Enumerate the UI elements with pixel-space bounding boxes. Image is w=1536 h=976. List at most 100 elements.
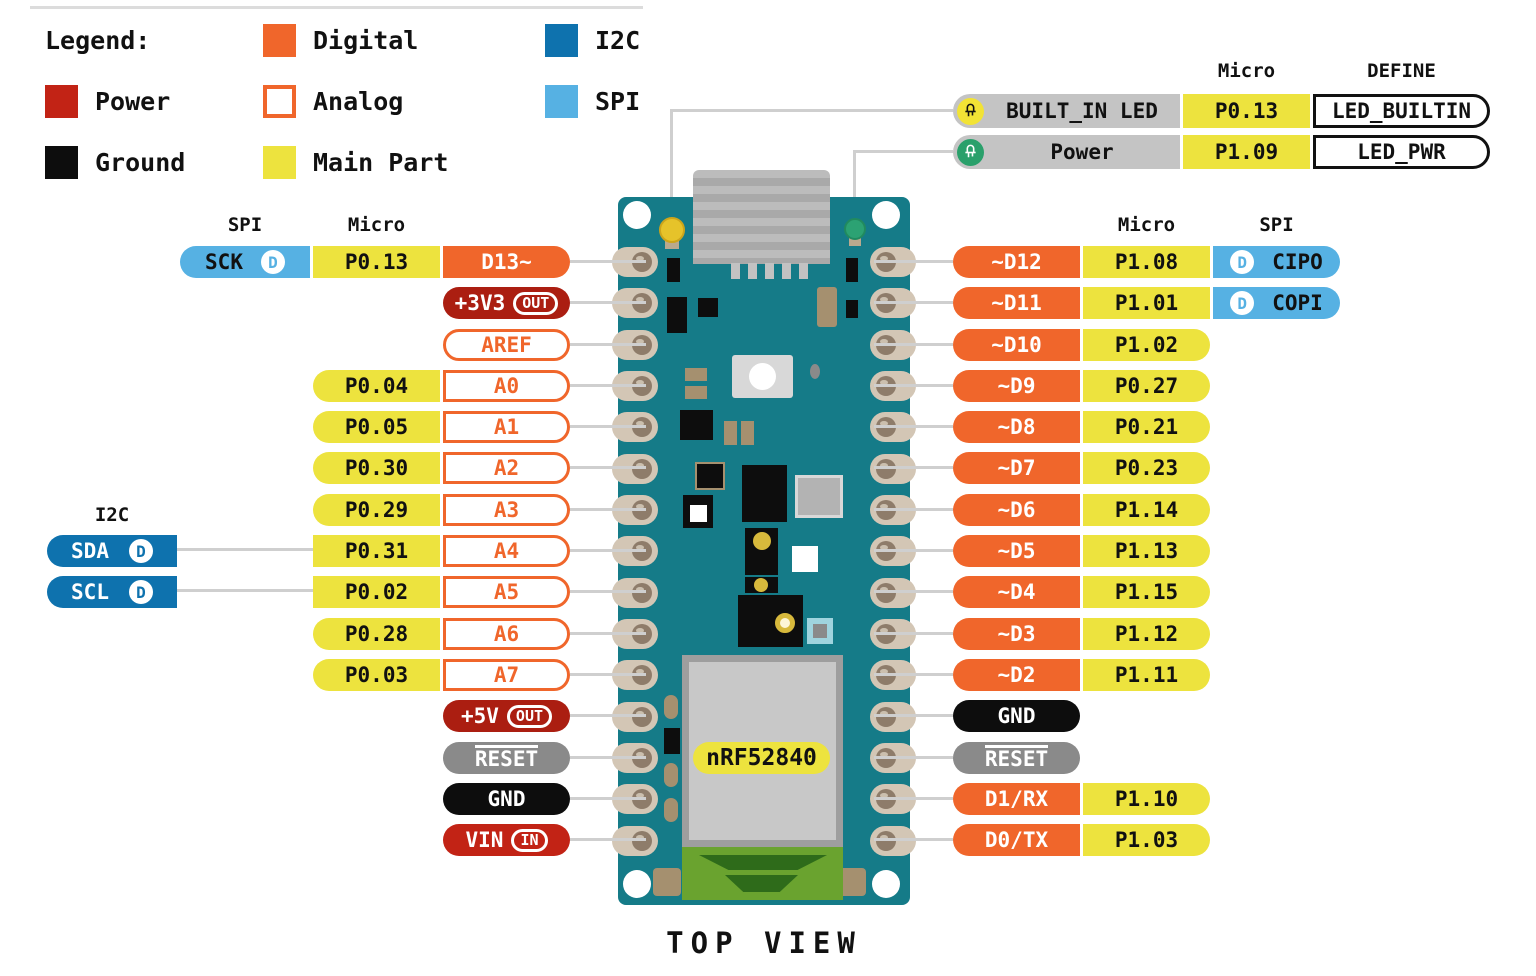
pin-func: A3 bbox=[443, 493, 570, 526]
pin-func: A5 bbox=[443, 576, 570, 609]
usb-pins bbox=[731, 263, 814, 279]
header-spi-left: SPI bbox=[227, 214, 263, 236]
header-define-top: DEFINE bbox=[1367, 60, 1436, 82]
define-box: LED_PWR bbox=[1313, 135, 1490, 169]
led-base bbox=[665, 240, 679, 249]
scl-connector-line bbox=[177, 589, 313, 592]
micro-cell: P0.27 bbox=[1083, 369, 1210, 402]
component bbox=[753, 532, 771, 550]
pin-row: P0.05 A1 bbox=[45, 411, 646, 444]
ic-chip bbox=[795, 475, 843, 518]
pin-row: SCK D P0.13 D13~ bbox=[45, 246, 646, 278]
legend-label: Main Part bbox=[313, 148, 449, 177]
component bbox=[664, 728, 680, 754]
pin-func: VIN IN bbox=[443, 824, 570, 857]
component bbox=[664, 798, 678, 822]
legend-item-digital: Digital bbox=[263, 24, 418, 57]
header-micro-top: Micro bbox=[1217, 60, 1276, 82]
d-badge: D bbox=[128, 539, 153, 563]
pin-func: ~D5 bbox=[953, 535, 1080, 568]
pin-label: VIN bbox=[465, 828, 504, 853]
micro-cell: P1.11 bbox=[1083, 658, 1210, 691]
right-pin-table: ~D12 P1.08 D CIPO ~D11 P1.01 D COPI ~D10… bbox=[874, 246, 1340, 857]
main-part-swatch bbox=[263, 146, 296, 179]
pin-row: P0.31 A4 bbox=[45, 535, 646, 568]
pin-func: D13~ bbox=[443, 246, 570, 278]
micro-cell: P0.30 bbox=[313, 452, 440, 485]
micro-cell: P0.28 bbox=[313, 617, 440, 650]
header-micro-right: Micro bbox=[1117, 214, 1176, 236]
micro-cell: P1.10 bbox=[1083, 782, 1210, 815]
io-badge: OUT bbox=[506, 704, 553, 728]
mounting-hole bbox=[623, 870, 651, 898]
pin-row: D0/TX P1.03 bbox=[874, 824, 1340, 857]
digital-swatch bbox=[263, 24, 296, 57]
d-badge: D bbox=[128, 580, 153, 604]
builtin-led-line bbox=[670, 109, 673, 225]
pin-row: ~D6 P1.14 bbox=[874, 493, 1340, 526]
component bbox=[810, 364, 820, 379]
pin-row: P0.02 A5 bbox=[45, 576, 646, 609]
legend-item-i2c: I2C bbox=[545, 24, 640, 57]
ic-chip bbox=[742, 465, 787, 522]
component bbox=[664, 763, 678, 787]
builtin-led bbox=[659, 217, 685, 243]
ground-swatch bbox=[45, 146, 78, 179]
pin-func: ~D6 bbox=[953, 493, 1080, 526]
pin-sck: SCK D bbox=[180, 246, 310, 278]
d-badge: D bbox=[1230, 291, 1255, 316]
pin-row: ~D8 P0.21 bbox=[874, 411, 1340, 444]
pin-copi: D COPI bbox=[1213, 287, 1340, 320]
ic-chip bbox=[680, 410, 713, 440]
micro-cell: P0.29 bbox=[313, 493, 440, 526]
header-spi-right: SPI bbox=[1259, 214, 1294, 236]
i2c-swatch bbox=[545, 24, 578, 57]
pin-row: ~D5 P1.13 bbox=[874, 535, 1340, 568]
reset-button-cap bbox=[749, 363, 776, 390]
component bbox=[698, 298, 718, 317]
pin-func: AREF bbox=[443, 328, 570, 361]
power-led-pill: Power bbox=[953, 135, 1180, 169]
led-base bbox=[849, 238, 861, 246]
pin-row: GND bbox=[45, 782, 646, 815]
micro-cell: P0.05 bbox=[313, 411, 440, 444]
component bbox=[846, 258, 858, 282]
pin-func: ~D4 bbox=[953, 576, 1080, 609]
led-label: BUILT_IN LED bbox=[1006, 99, 1158, 123]
pin-func: ~D8 bbox=[953, 411, 1080, 444]
pin-label: SDA bbox=[71, 539, 109, 563]
legend-item-analog: Analog bbox=[263, 85, 403, 118]
component bbox=[664, 695, 678, 719]
micro-cell: P0.13 bbox=[313, 246, 440, 278]
pin-sda: SDA D bbox=[47, 535, 177, 567]
pin-row: GND bbox=[874, 700, 1340, 733]
component bbox=[685, 386, 707, 399]
legend-label: SPI bbox=[595, 87, 641, 116]
micro-cell: P0.21 bbox=[1083, 411, 1210, 444]
pin-row: D1/RX P1.10 bbox=[874, 782, 1340, 815]
sda-connector-line bbox=[177, 548, 313, 551]
micro-cell: P1.02 bbox=[1083, 328, 1210, 361]
power-led bbox=[844, 218, 866, 240]
pin-func: D1/RX bbox=[953, 782, 1080, 815]
legend-item-spi: SPI bbox=[545, 85, 640, 118]
pin-row: ~D2 P1.11 bbox=[874, 658, 1340, 691]
pin-pad bbox=[612, 825, 658, 856]
power-led-line bbox=[853, 150, 856, 222]
builtin-led-pill: BUILT_IN LED bbox=[953, 94, 1180, 128]
pin-func: +5V OUT bbox=[443, 700, 570, 733]
io-badge: IN bbox=[511, 828, 548, 852]
divider-line bbox=[30, 6, 643, 9]
micro-cell: P1.09 bbox=[1183, 135, 1310, 169]
top-view-label: TOP VIEW bbox=[666, 926, 862, 960]
pin-row: RESET bbox=[874, 741, 1340, 774]
pin-row: ~D11 P1.01 D COPI bbox=[874, 287, 1340, 320]
mounting-hole bbox=[872, 870, 900, 898]
component bbox=[667, 258, 680, 282]
pin-func: A2 bbox=[443, 452, 570, 485]
micro-cell: P0.04 bbox=[313, 369, 440, 402]
led-label: Power bbox=[1050, 140, 1114, 164]
pin-func: +3V3 OUT bbox=[443, 287, 570, 320]
micro-cell: P0.13 bbox=[1183, 94, 1310, 128]
